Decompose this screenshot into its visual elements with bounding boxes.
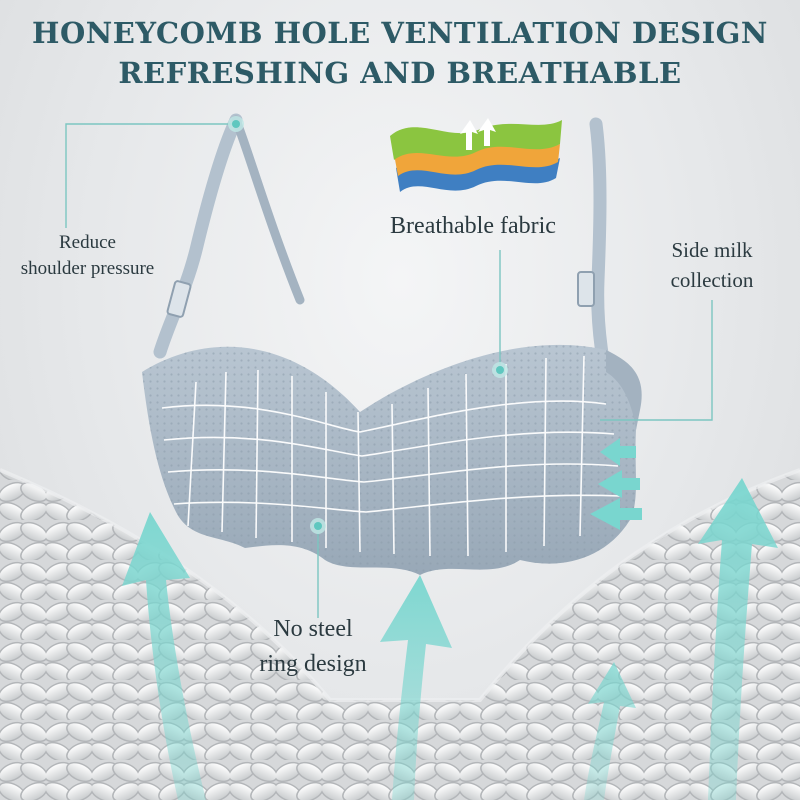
callout-steel-line-2: ring design [259, 650, 367, 677]
up-arrow-icon [584, 662, 636, 800]
up-arrow-icon [698, 478, 778, 800]
up-arrow-icon [122, 512, 206, 800]
callout-side-line-1: Side milk [671, 238, 753, 262]
bra-support-grid [161, 355, 621, 557]
headline-line-1: HONEYCOMB HOLE VENTILATION DESIGN [32, 16, 768, 50]
up-arrow-icon [380, 575, 452, 800]
airflow-arrows [122, 438, 778, 800]
callout-steel: No steel ring design [238, 612, 388, 682]
callout-shoulder-line-1: Reduce [59, 232, 116, 253]
headline-line-2: REFRESHING AND BREATHABLE [118, 56, 682, 90]
callout-side: Side milk collection [642, 235, 782, 296]
callout-side-line-2: collection [670, 268, 754, 293]
callout-shoulder-line-2: shoulder pressure [20, 257, 155, 279]
callout-shoulder: Reduce shoulder pressure [0, 230, 175, 281]
side-arrows [590, 438, 642, 530]
bra-body [142, 344, 642, 575]
callout-lines [65, 123, 713, 618]
callout-fabric: Breathable fabric [362, 210, 584, 242]
callout-steel-line-1: No steel [273, 616, 353, 642]
callout-dots [228, 116, 508, 534]
callout-fabric-text: Breathable fabric [390, 213, 556, 239]
layered-fabric-icon [390, 118, 562, 192]
